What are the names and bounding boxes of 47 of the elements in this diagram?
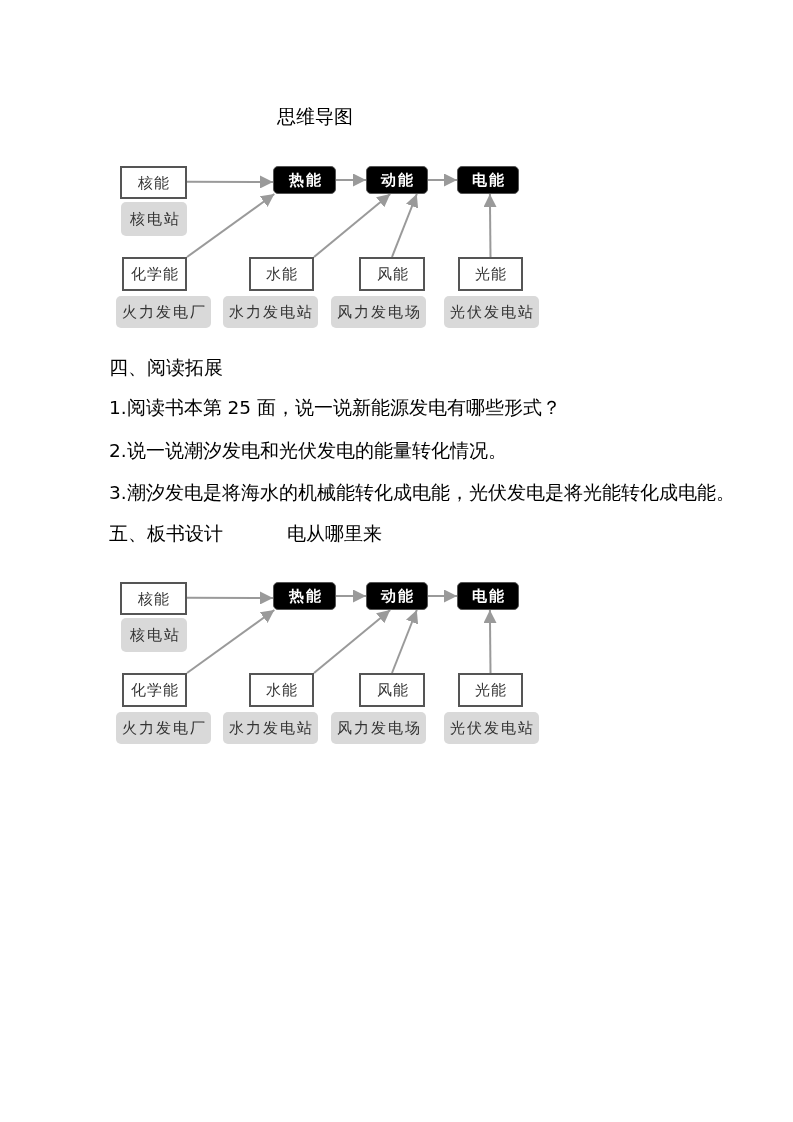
energy-form-box: 光能: [458, 257, 523, 291]
energy-form-box: 风能: [359, 257, 425, 291]
arrow: [391, 609, 419, 674]
energy-stage-box: 热能: [273, 166, 336, 194]
arrow: [186, 609, 276, 674]
arrow: [313, 609, 392, 674]
power-station-tag: 火力发电厂: [116, 296, 211, 328]
arrow: [483, 609, 497, 674]
arrow: [335, 173, 367, 187]
arrow: [391, 193, 419, 258]
arrow: [313, 193, 392, 258]
energy-form-box: 风能: [359, 673, 425, 707]
diagram-title: 思维导图: [277, 106, 353, 128]
power-station-tag: 风力发电场: [331, 712, 426, 744]
energy-form-box: 光能: [458, 673, 523, 707]
question-text: 2.说一说潮汐发电和光伏发电的能量转化情况。: [109, 440, 507, 462]
energy-form-box: 化学能: [122, 673, 187, 707]
arrow: [427, 173, 458, 187]
power-station-tag: 火力发电厂: [116, 712, 211, 744]
arrow: [186, 193, 276, 258]
arrow: [186, 175, 274, 189]
power-station-tag: 水力发电站: [223, 296, 318, 328]
energy-form-box: 化学能: [122, 257, 187, 291]
energy-stage-box: 动能: [366, 166, 428, 194]
answer-text: 3.潮汐发电是将海水的机械能转化成电能，光伏发电是将光能转化成电能。: [109, 482, 735, 504]
section-heading: 四、阅读拓展: [109, 357, 223, 379]
section-heading: 五、板书设计: [109, 523, 223, 545]
power-station-tag: 光伏发电站: [444, 712, 539, 744]
arrow: [427, 589, 458, 603]
arrow: [186, 591, 274, 605]
arrow: [483, 193, 497, 258]
energy-form-box: 水能: [249, 257, 314, 291]
power-station-tag: 核电站: [121, 202, 187, 236]
power-station-tag: 水力发电站: [223, 712, 318, 744]
energy-stage-box: 热能: [273, 582, 336, 610]
power-station-tag: 风力发电场: [331, 296, 426, 328]
energy-stage-box: 电能: [457, 582, 519, 610]
board-title: 电从哪里来: [287, 523, 382, 545]
energy-form-box: 核能: [120, 582, 187, 615]
power-station-tag: 核电站: [121, 618, 187, 652]
arrow: [335, 589, 367, 603]
energy-stage-box: 电能: [457, 166, 519, 194]
energy-stage-box: 动能: [366, 582, 428, 610]
energy-form-box: 核能: [120, 166, 187, 199]
energy-form-box: 水能: [249, 673, 314, 707]
power-station-tag: 光伏发电站: [444, 296, 539, 328]
question-text: 1.阅读书本第 25 面，说一说新能源发电有哪些形式？: [109, 397, 561, 419]
